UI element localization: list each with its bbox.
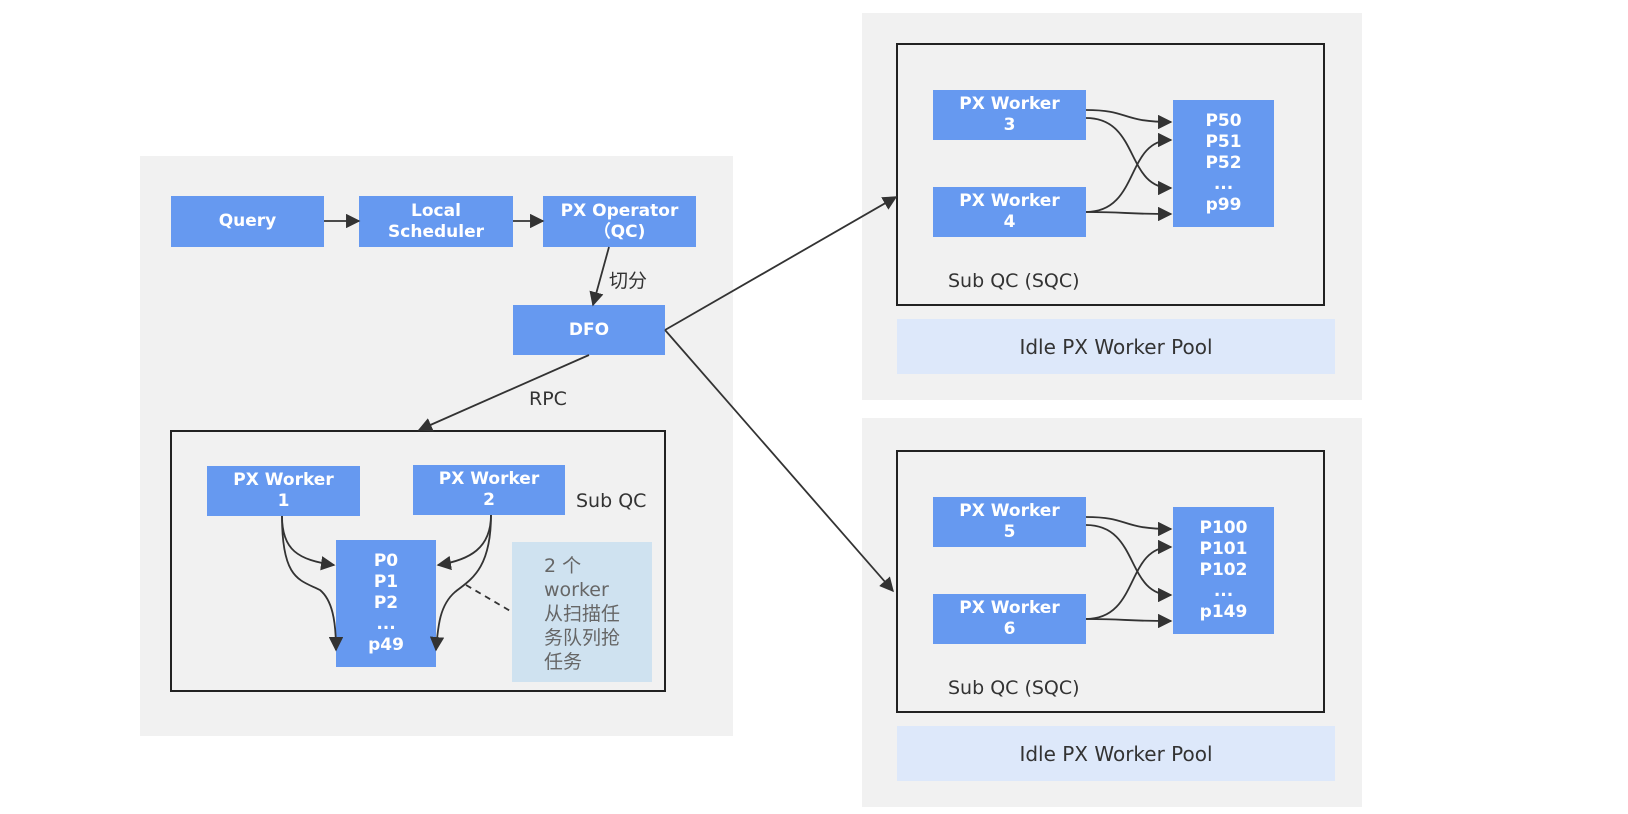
- query-box: Query: [171, 196, 324, 247]
- px-worker-4-line1: PX Worker: [959, 191, 1060, 211]
- bottom-idle-worker-pool: Idle PX Worker Pool: [897, 726, 1335, 781]
- px-operator-line1: PX Operator: [560, 200, 679, 221]
- px-worker-1-line1: PX Worker: [233, 470, 334, 490]
- px-worker-1-box: PX Worker 1: [207, 466, 360, 516]
- note-line-3: 从扫描任: [544, 603, 621, 625]
- partition-list-p50-p99: P50 P51 P52 ... p99: [1173, 100, 1274, 227]
- top-idle-worker-pool-label: Idle PX Worker Pool: [1019, 334, 1213, 359]
- px-worker-3-box: PX Worker 3: [933, 90, 1086, 140]
- partition-p101: P101: [1199, 539, 1248, 559]
- px-worker-3-line1: PX Worker: [959, 94, 1060, 114]
- px-worker-1-line2: 1: [277, 491, 290, 511]
- partition-list-p100-p149: P100 P101 P102 ... p149: [1173, 507, 1274, 634]
- partition-p99: p99: [1205, 195, 1242, 215]
- partition-ellipsis-bottom: ...: [1213, 581, 1234, 601]
- split-label: 切分: [609, 270, 648, 292]
- bottom-sqc-frame: [896, 450, 1325, 713]
- top-sqc-label: Sub QC (SQC): [948, 270, 1080, 292]
- px-worker-5-box: PX Worker 5: [933, 497, 1086, 547]
- local-scheduler-line2: Scheduler: [388, 221, 484, 242]
- partition-p1: P1: [373, 572, 399, 592]
- partition-p50: P50: [1205, 111, 1242, 131]
- partition-p0: P0: [373, 551, 399, 571]
- partition-ellipsis: ...: [376, 614, 396, 634]
- px-worker-5-line1: PX Worker: [959, 501, 1060, 521]
- px-worker-6-line2: 6: [1003, 619, 1016, 639]
- note-line-4: 务队列抢: [544, 627, 621, 649]
- px-worker-2-line1: PX Worker: [438, 469, 540, 489]
- top-idle-worker-pool: Idle PX Worker Pool: [897, 319, 1335, 374]
- rpc-label: RPC: [529, 388, 567, 410]
- px-operator-box: PX Operator （QC): [543, 196, 696, 247]
- local-scheduler-line1: Local: [411, 200, 461, 221]
- worker-note: 2 个 worker 从扫描任 务队列抢 任务: [512, 542, 652, 682]
- bottom-idle-worker-pool-label: Idle PX Worker Pool: [1019, 741, 1213, 766]
- note-line-5: 任务: [544, 651, 583, 673]
- partition-list-p0-p49: P0 P1 P2 ... p49: [336, 540, 436, 667]
- partition-ellipsis-top: ...: [1213, 174, 1234, 194]
- note-line-1: 2 个: [544, 555, 582, 577]
- partition-p2: P2: [373, 593, 399, 613]
- px-worker-6-line1: PX Worker: [959, 598, 1060, 618]
- dfo-box: DFO: [513, 305, 665, 355]
- px-worker-6-box: PX Worker 6: [933, 594, 1086, 644]
- px-worker-2-box: PX Worker 2: [413, 465, 565, 515]
- local-scheduler-box: Local Scheduler: [359, 196, 513, 247]
- px-worker-5-line2: 5: [1003, 522, 1016, 542]
- query-label: Query: [218, 211, 277, 231]
- bottom-sqc-label: Sub QC (SQC): [948, 677, 1080, 699]
- px-worker-4-line2: 4: [1003, 212, 1016, 232]
- dfo-label: DFO: [568, 319, 610, 340]
- px-worker-4-box: PX Worker 4: [933, 187, 1086, 237]
- partition-p100: P100: [1199, 518, 1248, 538]
- partition-p51: P51: [1205, 132, 1242, 152]
- partition-p52: P52: [1205, 153, 1242, 173]
- top-sqc-frame: [896, 43, 1325, 306]
- sub-qc-label: Sub QC: [576, 490, 647, 512]
- note-line-2: worker: [544, 579, 609, 601]
- partition-p149: p149: [1199, 602, 1248, 622]
- px-worker-2-line2: 2: [483, 490, 495, 510]
- partition-p102: P102: [1199, 560, 1248, 580]
- partition-p49: p49: [368, 635, 404, 655]
- px-worker-3-line2: 3: [1003, 115, 1016, 135]
- px-operator-line2: （QC): [593, 221, 646, 242]
